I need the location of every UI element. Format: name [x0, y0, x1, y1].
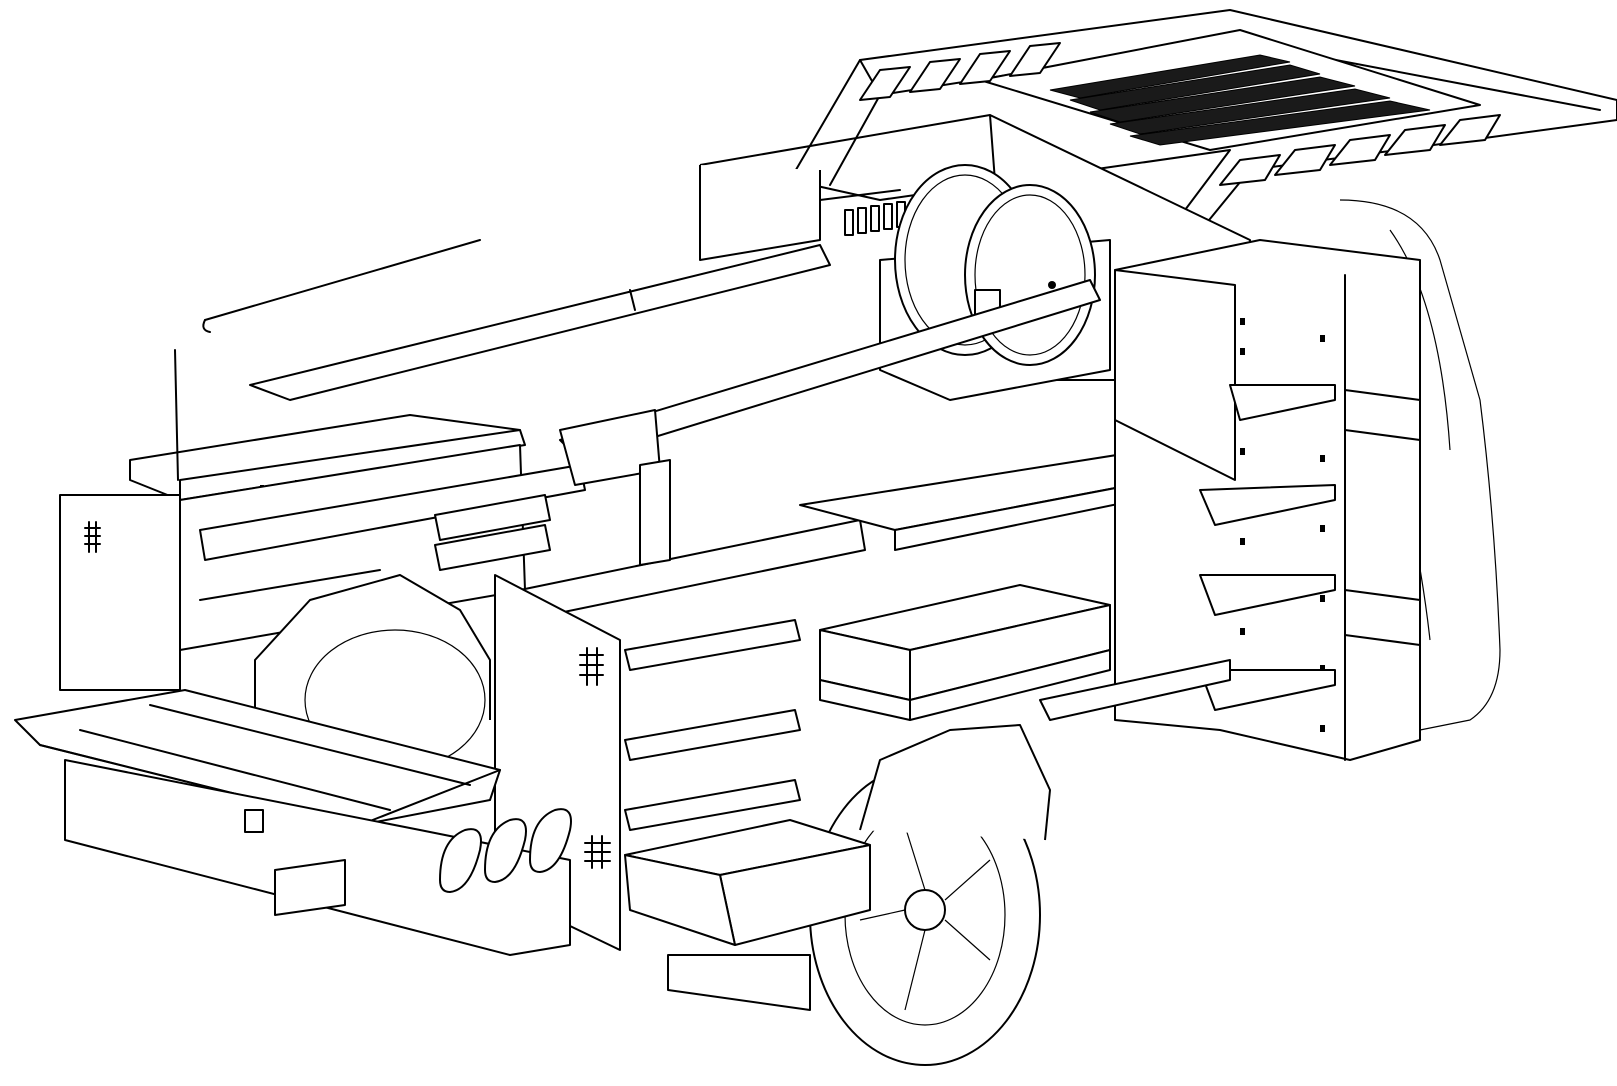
pullout-lower-drawer [624, 819, 871, 1011]
cabinet-door-holes [1240, 318, 1325, 732]
rear-tailgate-platform [14, 689, 501, 826]
reel-hub-bolt [1048, 281, 1056, 289]
receiver-hitch [274, 859, 346, 916]
shelf-track-strip-center [519, 519, 866, 621]
hanging-rail-middle [559, 279, 1101, 486]
bumper-grid-icon [584, 835, 611, 869]
top-side-rail [202, 239, 831, 401]
shelf-track-strip-upper [199, 464, 586, 561]
left-compartment-top-trays [129, 349, 526, 501]
rack-side-cutouts [1219, 114, 1501, 186]
ladder-rack [789, 9, 1617, 281]
rear-wheel-well [254, 574, 491, 771]
middle-drawer-box [819, 584, 1111, 701]
lower-drawer-box [819, 649, 1111, 721]
lower-center-shelves [624, 619, 801, 831]
bulkhead-vertical-slots [844, 201, 906, 236]
gas-strut-left [174, 349, 179, 481]
truck-fender [859, 724, 1051, 841]
tail-lights [439, 808, 572, 893]
side-grid-icon [579, 647, 604, 686]
rack-grip-pattern [1049, 54, 1431, 146]
right-side-shelves [1039, 384, 1336, 721]
rear-grid-icon [84, 521, 101, 553]
center-bracket-stack [434, 459, 671, 571]
rear-power-outlet-icon [244, 809, 264, 833]
rear-bumper [64, 759, 611, 956]
right-track-strips [1344, 389, 1421, 646]
rack-front-cutouts [859, 42, 1061, 101]
